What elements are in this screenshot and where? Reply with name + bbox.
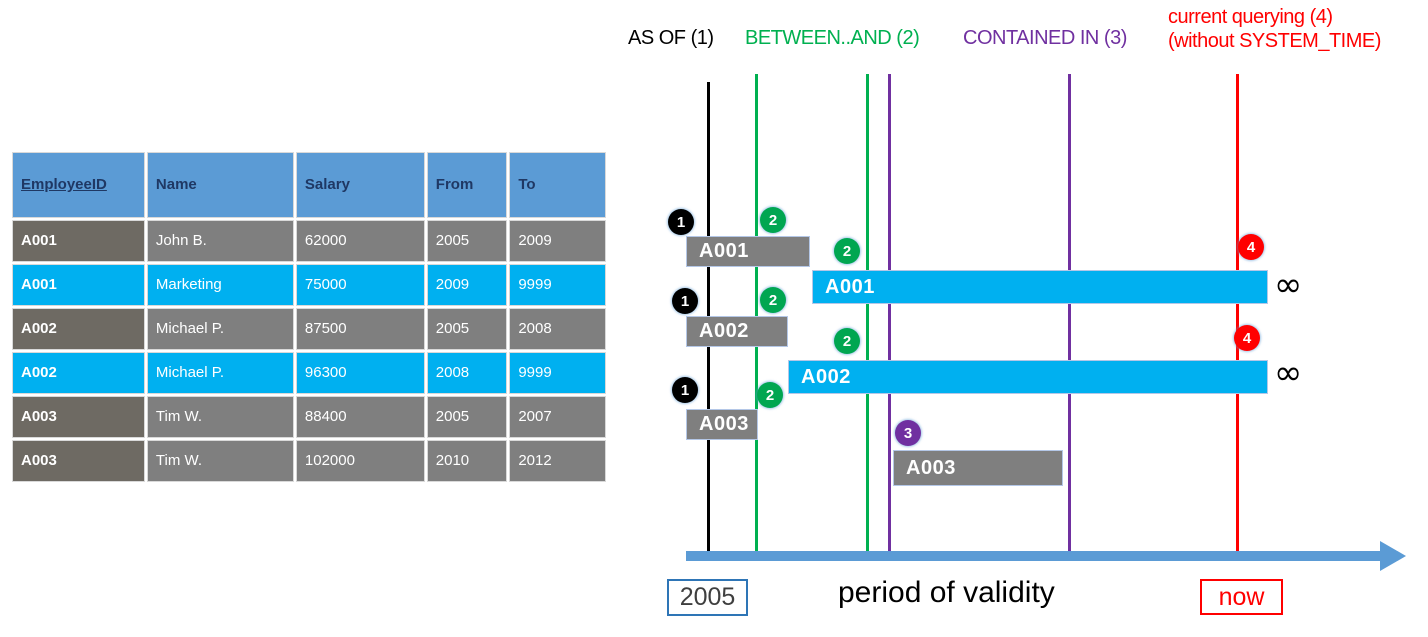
validity-bar-label: A003	[906, 456, 956, 479]
table-cell: 2005	[426, 220, 508, 262]
table-cell: Tim W.	[146, 440, 294, 482]
timeline-axis	[686, 551, 1386, 561]
table-cell: 2009	[426, 264, 508, 306]
table-cell: Michael P.	[146, 352, 294, 394]
table-cell: A002	[12, 352, 145, 394]
table-cell: 2005	[426, 396, 508, 438]
table-cell: 2009	[509, 220, 606, 262]
axis-start-tag: 2005	[667, 579, 748, 616]
contained-end-line	[1068, 74, 1071, 560]
table-cell: Michael P.	[146, 308, 294, 350]
column-header-name: Name	[146, 152, 294, 218]
validity-bar-label: A001	[825, 275, 875, 298]
query-marker-1: 1	[672, 288, 698, 314]
column-header-employeeid: EmployeeID	[12, 152, 145, 218]
table-header: EmployeeID Name Salary From To	[12, 152, 606, 218]
column-header-from: From	[426, 152, 508, 218]
legend-label: AS OF (1)	[628, 27, 714, 49]
table-cell: 2007	[509, 396, 606, 438]
validity-bar: A003	[893, 450, 1063, 486]
query-marker-1: 1	[668, 209, 694, 235]
table-cell: 102000	[295, 440, 425, 482]
validity-bar: A001	[812, 270, 1268, 304]
validity-bar-label: A002	[801, 365, 851, 388]
table-cell: 75000	[295, 264, 425, 306]
table-cell: 2005	[426, 308, 508, 350]
query-marker-2: 2	[834, 328, 860, 354]
query-marker-3: 3	[895, 420, 921, 446]
table-cell: Tim W.	[146, 396, 294, 438]
validity-bar: A001	[686, 236, 810, 267]
table-cell: John B.	[146, 220, 294, 262]
table-cell: 2010	[426, 440, 508, 482]
query-marker-2: 2	[834, 238, 860, 264]
validity-bar: A002	[686, 316, 788, 347]
axis-caption: period of validity	[838, 576, 1055, 609]
legend-label: BETWEEN..AND (2)	[745, 27, 920, 49]
table-cell: A003	[12, 396, 145, 438]
table-cell: 2012	[509, 440, 606, 482]
table-cell: 9999	[509, 264, 606, 306]
table-cell: 62000	[295, 220, 425, 262]
table-cell: 9999	[509, 352, 606, 394]
validity-bar: A002	[788, 360, 1268, 394]
query-marker-4: 4	[1234, 325, 1260, 351]
query-marker-2: 2	[760, 207, 786, 233]
validity-bar-label: A003	[699, 413, 749, 435]
table-cell: A001	[12, 220, 145, 262]
legend-label: current querying (4)	[1168, 6, 1333, 28]
table-cell: Marketing	[146, 264, 294, 306]
column-header-to: To	[509, 152, 606, 218]
infinity-icon: ∞	[1274, 265, 1303, 305]
timeline-arrow-head	[1380, 541, 1406, 571]
table-cell: A003	[12, 440, 145, 482]
query-marker-2: 2	[757, 382, 783, 408]
table-cell: 2008	[426, 352, 508, 394]
query-marker-2: 2	[760, 287, 786, 313]
legend-label: (without SYSTEM_TIME)	[1168, 30, 1381, 52]
query-marker-4: 4	[1238, 234, 1264, 260]
legend-label: CONTAINED IN (3)	[963, 27, 1127, 49]
validity-bar-label: A001	[699, 240, 749, 262]
table-cell: 88400	[295, 396, 425, 438]
between-end-line	[866, 74, 869, 560]
table-cell: A002	[12, 308, 145, 350]
table-cell: A001	[12, 264, 145, 306]
table-cell: 87500	[295, 308, 425, 350]
contained-start-line	[888, 74, 891, 560]
table-header-row: EmployeeID Name Salary From To	[12, 152, 606, 218]
infinity-icon: ∞	[1274, 353, 1303, 393]
validity-bar: A003	[686, 409, 758, 440]
column-header-salary: Salary	[295, 152, 425, 218]
validity-bar-label: A002	[699, 320, 749, 342]
table-cell: 2008	[509, 308, 606, 350]
table-cell: 96300	[295, 352, 425, 394]
axis-now-tag: now	[1200, 579, 1283, 615]
query-marker-1: 1	[672, 377, 698, 403]
now-line	[1236, 74, 1239, 560]
